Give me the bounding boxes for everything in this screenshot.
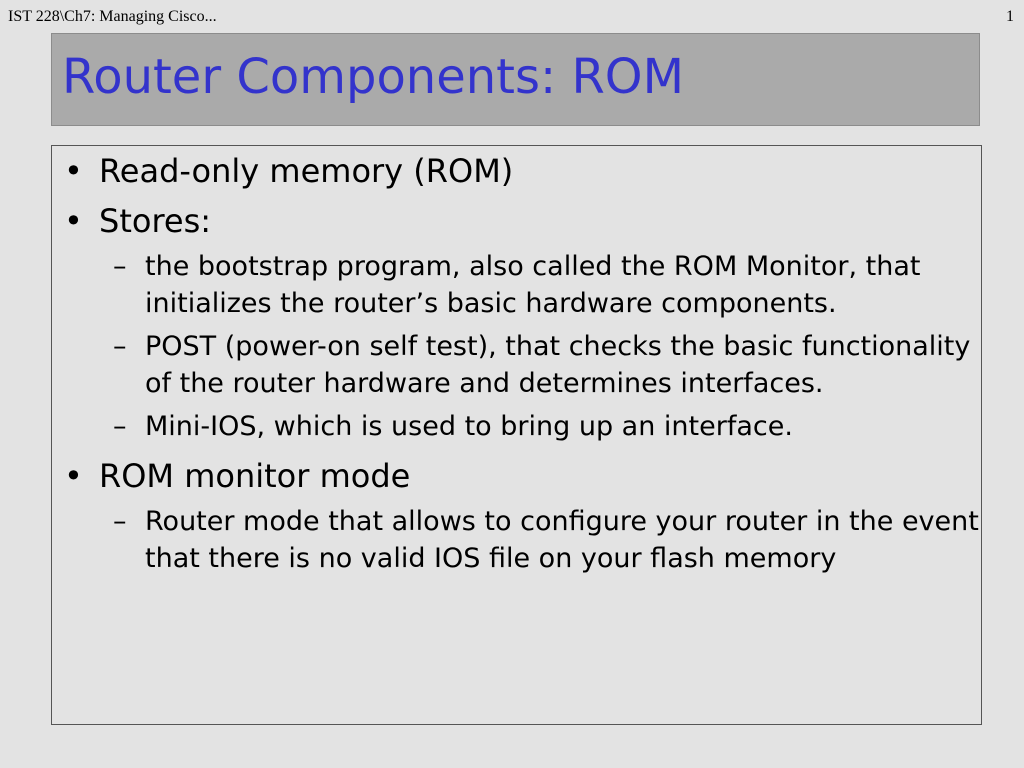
bullet-marker: • — [64, 202, 83, 240]
sub-bullet-item: – POST (power-on self test), that checks… — [99, 328, 981, 402]
bullet-text: Stores: — [99, 202, 212, 240]
dash-marker: – — [113, 331, 127, 362]
sub-bullet-list: – the bootstrap program, also called the… — [99, 248, 981, 445]
sub-bullet-text: POST (power-on self test), that checks t… — [145, 331, 971, 399]
sub-bullet-text: Mini-IOS, which is used to bring up an i… — [145, 411, 793, 442]
bullet-item: • ROM monitor mode – Router mode that al… — [52, 457, 981, 577]
bullet-text: ROM monitor mode — [99, 457, 411, 495]
bullet-marker: • — [64, 152, 83, 190]
bullet-text: Read-only memory (ROM) — [99, 152, 514, 190]
content-box: • Read-only memory (ROM) • Stores: – the… — [51, 145, 982, 725]
dash-marker: – — [113, 411, 127, 442]
title-box: Router Components: ROM — [51, 33, 980, 126]
bullet-item: • Stores: – the bootstrap program, also … — [52, 202, 981, 445]
page-number: 1 — [1006, 8, 1014, 25]
slide-title: Router Components: ROM — [62, 49, 684, 105]
dash-marker: – — [113, 506, 127, 537]
bullet-marker: • — [64, 457, 83, 495]
slide-header-left: IST 228\Ch7: Managing Cisco... — [8, 8, 217, 25]
sub-bullet-text: the bootstrap program, also called the R… — [145, 251, 921, 319]
sub-bullet-item: – the bootstrap program, also called the… — [99, 248, 981, 322]
bullet-item: • Read-only memory (ROM) — [52, 152, 981, 190]
sub-bullet-list: – Router mode that allows to configure y… — [99, 503, 981, 577]
sub-bullet-item: – Mini-IOS, which is used to bring up an… — [99, 408, 981, 445]
sub-bullet-item: – Router mode that allows to configure y… — [99, 503, 981, 577]
dash-marker: – — [113, 251, 127, 282]
sub-bullet-text: Router mode that allows to configure you… — [145, 506, 979, 574]
bullet-list: • Read-only memory (ROM) • Stores: – the… — [52, 152, 981, 589]
